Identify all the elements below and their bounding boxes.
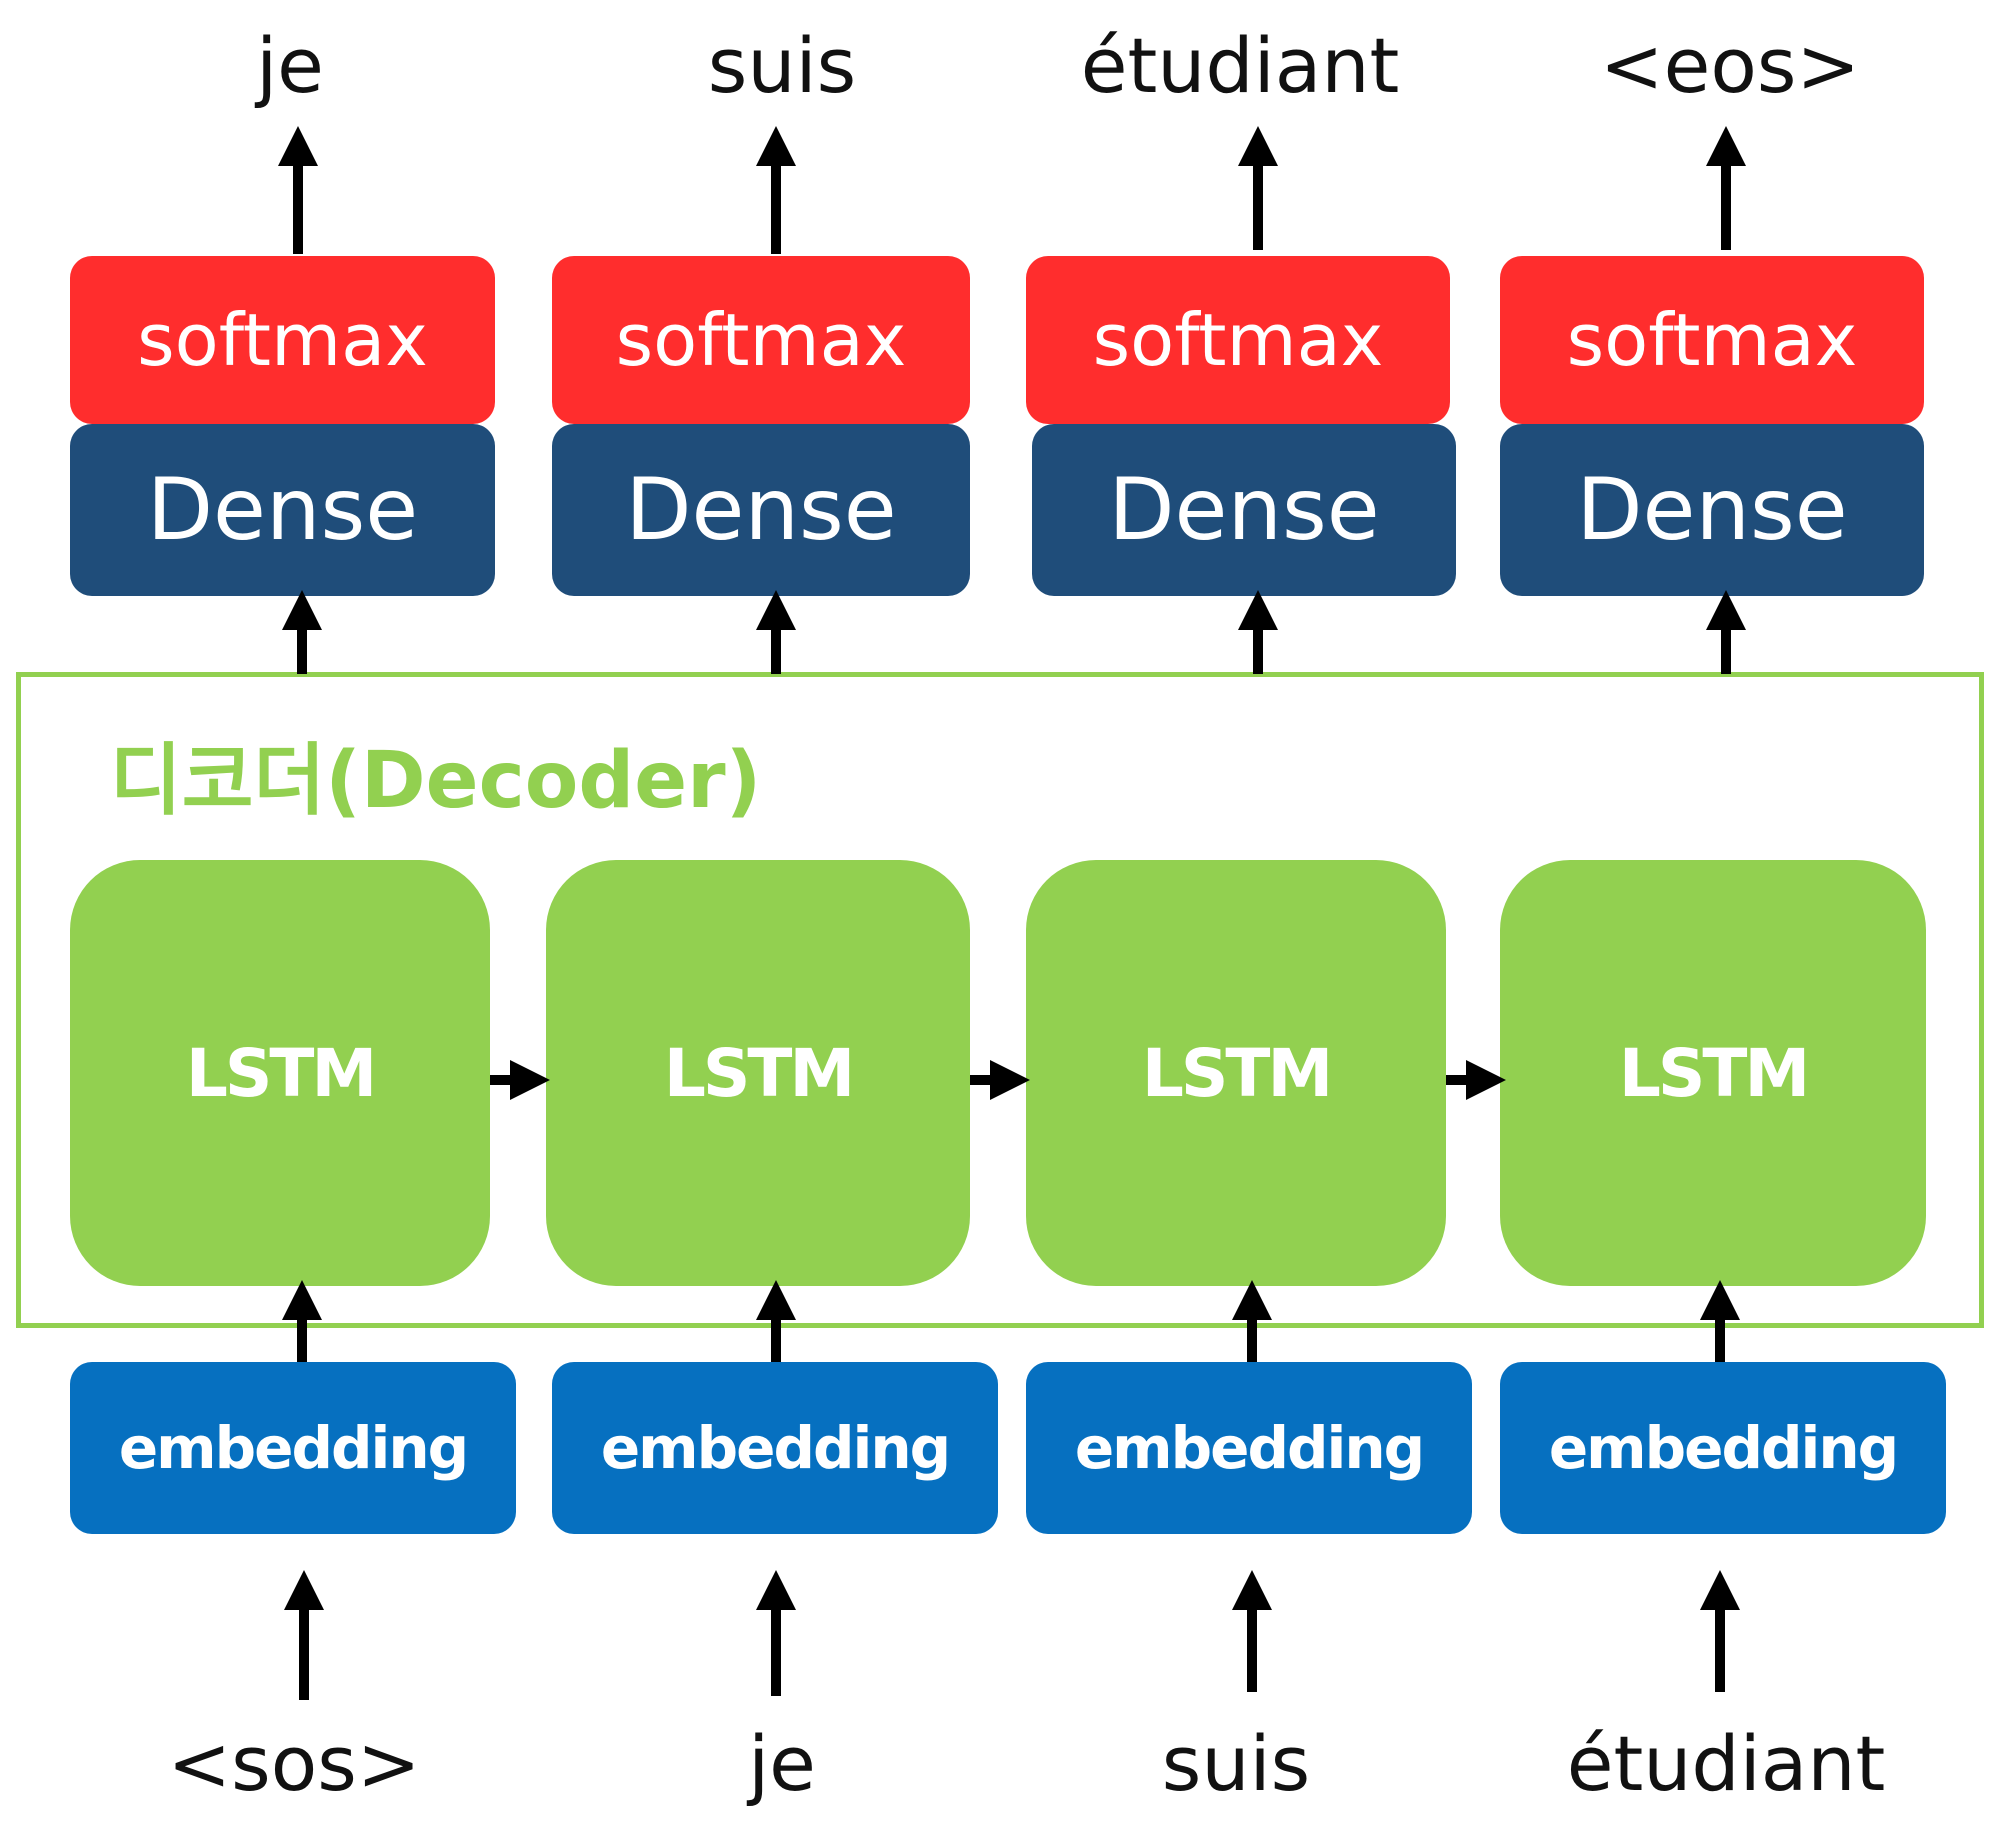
input-word: suis: [1161, 1719, 1311, 1808]
lstm-cell: LSTM: [70, 860, 490, 1286]
output-word: <eos>: [1599, 21, 1861, 110]
softmax-box: softmax: [1026, 256, 1450, 424]
output-word: je: [256, 21, 324, 110]
input-word: étudiant: [1566, 1719, 1886, 1808]
embedding-box: embedding: [1500, 1362, 1946, 1534]
softmax-box: softmax: [70, 256, 495, 424]
dense-box: Dense: [552, 424, 970, 596]
output-word: étudiant: [1080, 21, 1400, 110]
input-word: je: [748, 1719, 816, 1808]
input-word: <sos>: [167, 1719, 421, 1808]
embedding-box: embedding: [1026, 1362, 1472, 1534]
dense-box: Dense: [70, 424, 495, 596]
embedding-box: embedding: [70, 1362, 516, 1534]
lstm-cell: LSTM: [1026, 860, 1446, 1286]
dense-box: Dense: [1032, 424, 1456, 596]
embedding-box: embedding: [552, 1362, 998, 1534]
decoder-title: 디코더(Decoder): [110, 736, 762, 826]
output-word: suis: [707, 21, 857, 110]
dense-box: Dense: [1500, 424, 1924, 596]
decoder-frame: [16, 672, 1984, 1328]
lstm-cell: LSTM: [1500, 860, 1926, 1286]
softmax-box: softmax: [1500, 256, 1924, 424]
lstm-cell: LSTM: [546, 860, 970, 1286]
softmax-box: softmax: [552, 256, 970, 424]
